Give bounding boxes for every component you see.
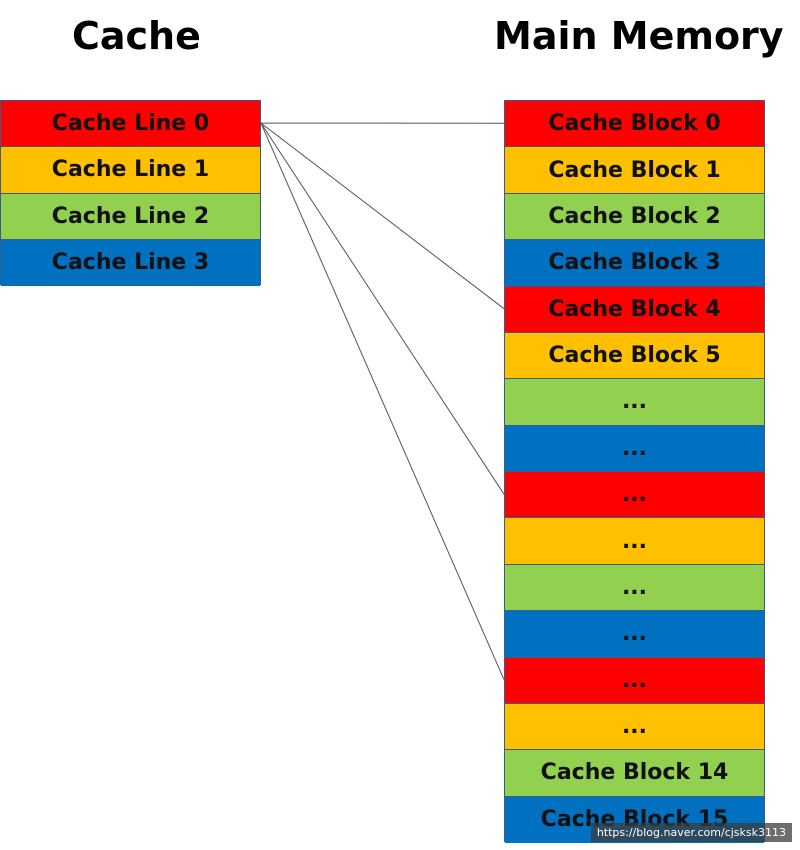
cache-line-1: Cache Line 1 [1, 147, 260, 194]
memory-block-label: Cache Block 5 [548, 343, 721, 369]
memory-block-label: Cache Block 1 [548, 157, 721, 183]
memory-block-8: ... [505, 472, 764, 519]
memory-block-3: Cache Block 3 [505, 240, 764, 287]
memory-block-label: Cache Block 0 [548, 111, 721, 137]
memory-block-label: Cache Block 4 [548, 296, 721, 322]
mapping-line-2 [260, 122, 505, 495]
memory-block-7: ... [505, 425, 764, 472]
memory-block-9: ... [505, 518, 764, 565]
memory-block-label: ... [621, 528, 648, 554]
memory-block-13: ... [505, 703, 764, 751]
memory-block-label: ... [621, 621, 648, 647]
cache-line-3: Cache Line 3 [1, 239, 260, 286]
memory-block-12: ... [505, 657, 764, 704]
memory-block-11: ... [505, 611, 764, 658]
memory-block-label: ... [621, 482, 648, 508]
watermark-url: https://blog.naver.com/cjsksk3113 [590, 823, 792, 842]
memory-block-label: ... [621, 667, 648, 693]
cache-line-label: Cache Line 1 [51, 157, 210, 183]
memory-block-1: Cache Block 1 [505, 147, 764, 194]
memory-block-6: ... [505, 379, 764, 426]
cache-lines: Cache Line 0 Cache Line 1 Cache Line 2 Cach… [0, 100, 261, 286]
memory-block-10: ... [505, 564, 764, 612]
mapping-line-1 [260, 122, 505, 310]
memory-block-label: Cache Block 2 [548, 203, 721, 229]
cache-line-2: Cache Line 2 [1, 193, 260, 240]
memory-block-label: ... [621, 574, 648, 600]
memory-block-label: Cache Block 3 [548, 250, 721, 276]
memory-block-label: ... [621, 435, 648, 461]
memory-block-4: Cache Block 4 [505, 286, 764, 333]
cache-line-label: Cache Line 3 [51, 250, 210, 276]
mapping-line-3 [260, 122, 505, 680]
memory-block-label: ... [621, 389, 648, 415]
cache-line-0: Cache Line 0 [1, 101, 260, 148]
main-memory-title: Main Memory [494, 14, 784, 58]
memory-block-14: Cache Block 14 [505, 750, 764, 797]
memory-block-5: Cache Block 5 [505, 332, 764, 380]
memory-block-label: Cache Block 14 [540, 760, 729, 786]
memory-block-0: Cache Block 0 [505, 101, 764, 148]
memory-block-label: ... [621, 714, 648, 740]
cache-title: Cache [72, 14, 201, 58]
memory-blocks: Cache Block 0 Cache Block 1 Cache Block 2 C… [504, 100, 765, 843]
cache-line-label: Cache Line 0 [51, 111, 210, 137]
memory-block-2: Cache Block 2 [505, 193, 764, 241]
cache-line-label: Cache Line 2 [51, 203, 210, 229]
